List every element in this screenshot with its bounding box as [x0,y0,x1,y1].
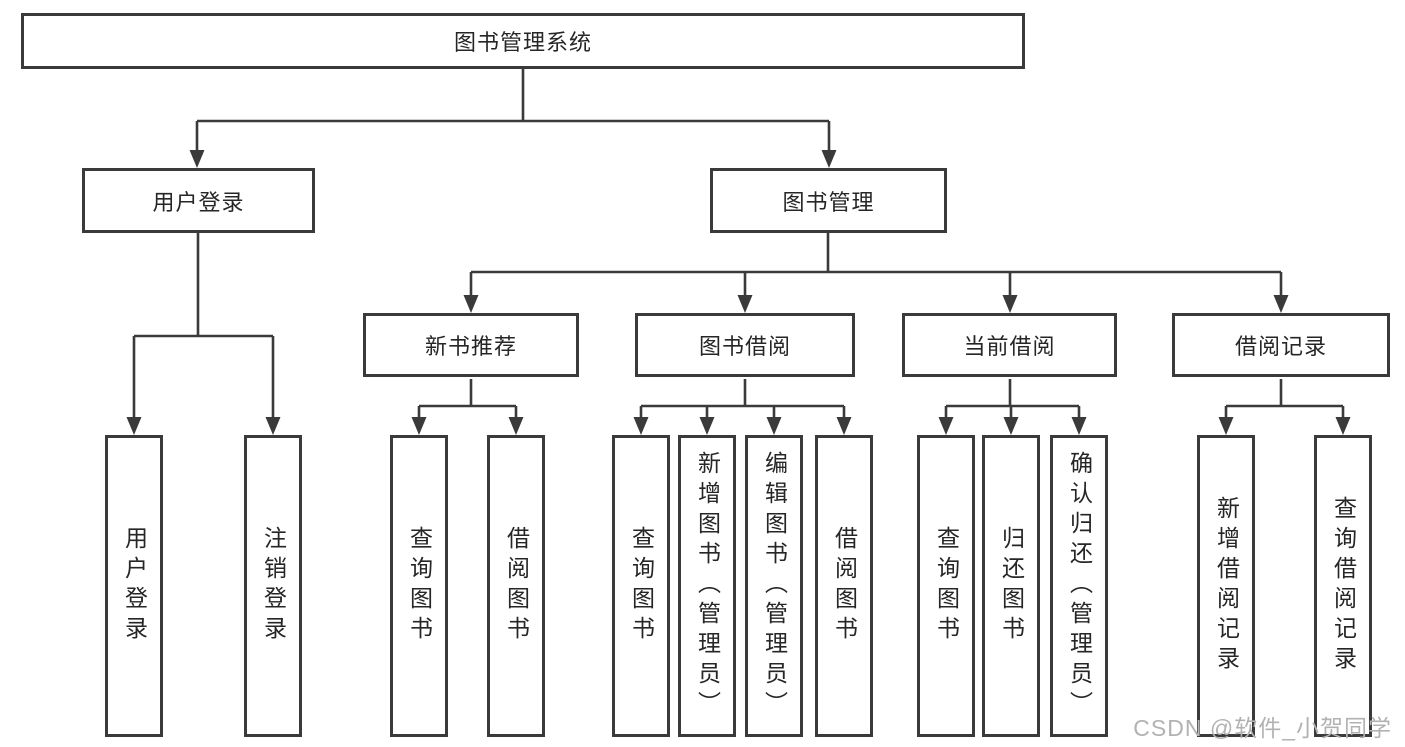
node-user-login-group: 用户登录 [82,168,315,233]
node-query-books-borrowing: 查询图书 [612,435,670,737]
node-borrow-books-borrowing: 借阅图书 [815,435,873,737]
node-borrow-books-recommend: 借阅图书 [487,435,545,737]
node-return-books: 归还图书 [982,435,1040,737]
node-add-books-admin: 新增图书（管理员） [678,435,736,737]
node-query-borrow-record: 查询借阅记录 [1314,435,1372,737]
node-add-borrow-record: 新增借阅记录 [1197,435,1255,737]
node-user-login: 用户登录 [105,435,163,737]
node-current-borrowing: 当前借阅 [902,313,1117,377]
node-book-management: 图书管理 [710,168,947,233]
node-confirm-return-admin: 确认归还（管理员） [1050,435,1108,737]
node-book-borrowing: 图书借阅 [635,313,855,377]
node-logout: 注销登录 [244,435,302,737]
node-library-management-system: 图书管理系统 [21,13,1025,69]
node-query-books-recommend: 查询图书 [390,435,448,737]
node-borrow-records: 借阅记录 [1172,313,1390,377]
node-edit-books-admin: 编辑图书（管理员） [745,435,803,737]
arrowheads [126,150,1351,435]
node-query-books-current: 查询图书 [917,435,975,737]
node-new-book-recommend: 新书推荐 [363,313,579,377]
